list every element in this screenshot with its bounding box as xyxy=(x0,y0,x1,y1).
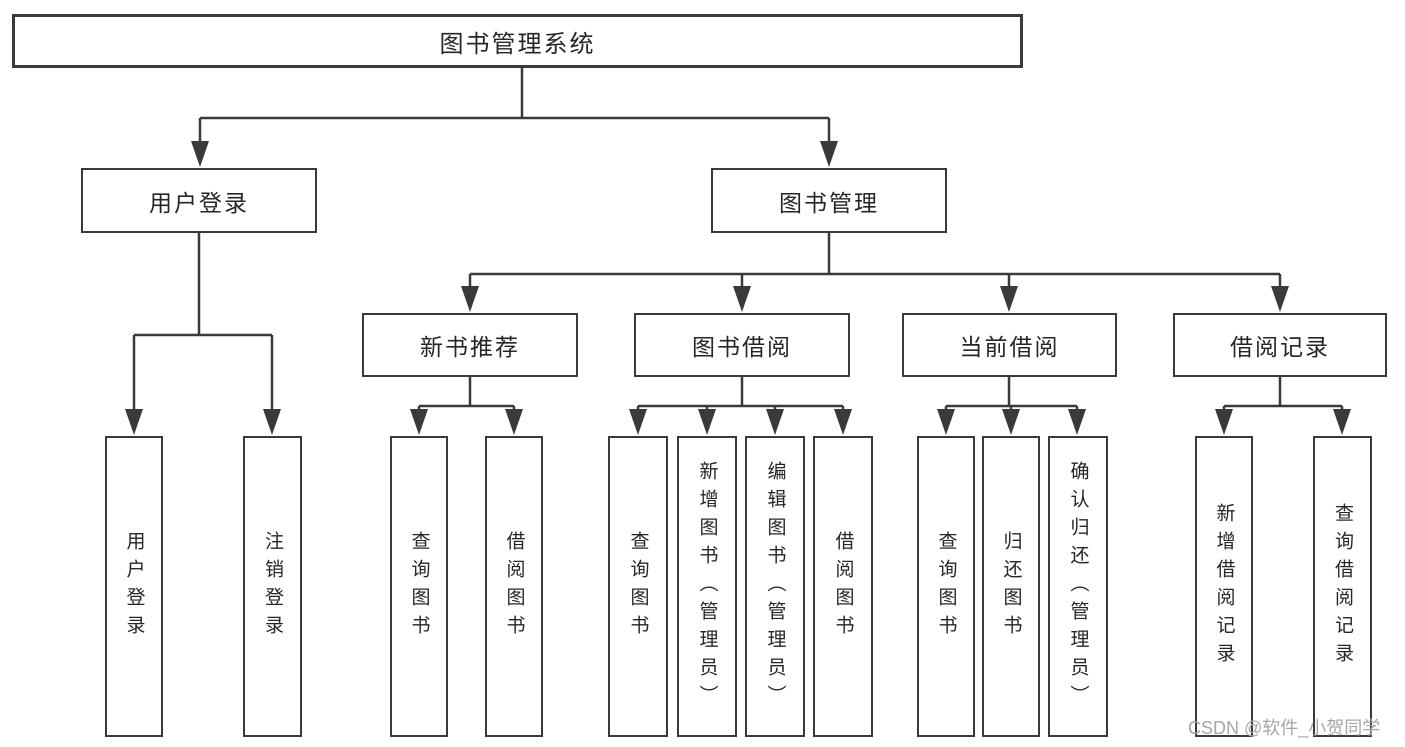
leaf-logout-label: 注销登录 xyxy=(262,530,283,643)
arrow-icon xyxy=(1000,286,1018,312)
node-user-login-label: 用户登录 xyxy=(149,189,249,216)
arrow-icon xyxy=(834,409,852,435)
arrow-icon xyxy=(125,409,143,435)
leaf-add-books-admin: 新增图书（管理员） xyxy=(677,436,737,737)
arrow-icon xyxy=(461,286,479,312)
arrow-icon xyxy=(937,409,955,435)
node-new-book-rec-label: 新书推荐 xyxy=(420,334,520,360)
arrow-icon xyxy=(1215,409,1233,435)
arrow-icon xyxy=(191,141,209,167)
arrowheads xyxy=(125,141,1351,435)
arrow-icon xyxy=(505,409,523,435)
leaf-rec-query-books: 查询图书 xyxy=(390,436,448,737)
node-new-book-rec: 新书推荐 xyxy=(362,313,578,377)
node-book-borrow-label: 图书借阅 xyxy=(692,334,792,360)
leaf-logout: 注销登录 xyxy=(243,436,302,737)
leaf-query-borrow-record: 查询借阅记录 xyxy=(1313,436,1372,737)
node-current-borrow-label: 当前借阅 xyxy=(959,334,1060,360)
arrow-icon xyxy=(1271,286,1289,312)
leaf-rec-borrow-books: 借阅图书 xyxy=(485,436,543,737)
leaf-add-borrow-record-label: 新增借阅记录 xyxy=(1213,502,1235,671)
node-book-borrow: 图书借阅 xyxy=(634,313,850,377)
leaf-current-query-books: 查询图书 xyxy=(917,436,975,737)
arrow-icon xyxy=(1002,409,1020,435)
leaf-add-borrow-record: 新增借阅记录 xyxy=(1195,436,1253,737)
arrow-icon xyxy=(820,141,838,167)
leaf-edit-books-admin: 编辑图书（管理员） xyxy=(745,436,805,737)
leaf-borrow-query-books: 查询图书 xyxy=(608,436,668,737)
node-book-management: 图书管理 xyxy=(711,168,947,233)
leaf-rec-borrow-books-label: 借阅图书 xyxy=(503,530,525,643)
arrow-icon xyxy=(410,409,428,435)
node-borrow-records-label: 借阅记录 xyxy=(1230,334,1330,360)
leaf-borrow-books: 借阅图书 xyxy=(813,436,873,737)
node-current-borrow: 当前借阅 xyxy=(902,313,1117,377)
arrow-icon xyxy=(1333,409,1351,435)
csdn-watermark: CSDN @软件_小贺同学 xyxy=(1188,718,1381,738)
leaf-confirm-return-admin-label: 确认归还（管理员） xyxy=(1067,460,1089,713)
arrow-icon xyxy=(1068,409,1086,435)
leaf-confirm-return-admin: 确认归还（管理员） xyxy=(1048,436,1108,737)
leaf-rec-query-books-label: 查询图书 xyxy=(408,530,430,643)
leaf-borrow-books-label: 借阅图书 xyxy=(832,530,854,643)
leaf-return-books-label: 归还图书 xyxy=(1000,530,1022,643)
node-root: 图书管理系统 xyxy=(12,14,1023,68)
leaf-user-login-label: 用户登录 xyxy=(123,530,145,643)
leaf-add-books-admin-label: 新增图书（管理员） xyxy=(696,460,718,713)
connector-paths xyxy=(132,68,1344,418)
node-root-label: 图书管理系统 xyxy=(439,30,596,58)
arrow-icon xyxy=(698,409,716,435)
leaf-current-query-books-label: 查询图书 xyxy=(935,530,957,643)
leaf-borrow-query-books-label: 查询图书 xyxy=(627,530,649,643)
leaf-query-borrow-record-label: 查询借阅记录 xyxy=(1332,502,1353,671)
leaf-return-books: 归还图书 xyxy=(982,436,1040,737)
node-borrow-records: 借阅记录 xyxy=(1173,313,1387,377)
arrow-icon xyxy=(263,409,281,435)
arrow-icon xyxy=(629,409,647,435)
node-book-management-label: 图书管理 xyxy=(779,189,879,216)
arrow-icon xyxy=(766,409,784,435)
leaf-edit-books-admin-label: 编辑图书（管理员） xyxy=(764,460,786,713)
node-user-login: 用户登录 xyxy=(81,168,317,233)
arrow-icon xyxy=(733,286,751,312)
leaf-user-login: 用户登录 xyxy=(105,436,163,737)
